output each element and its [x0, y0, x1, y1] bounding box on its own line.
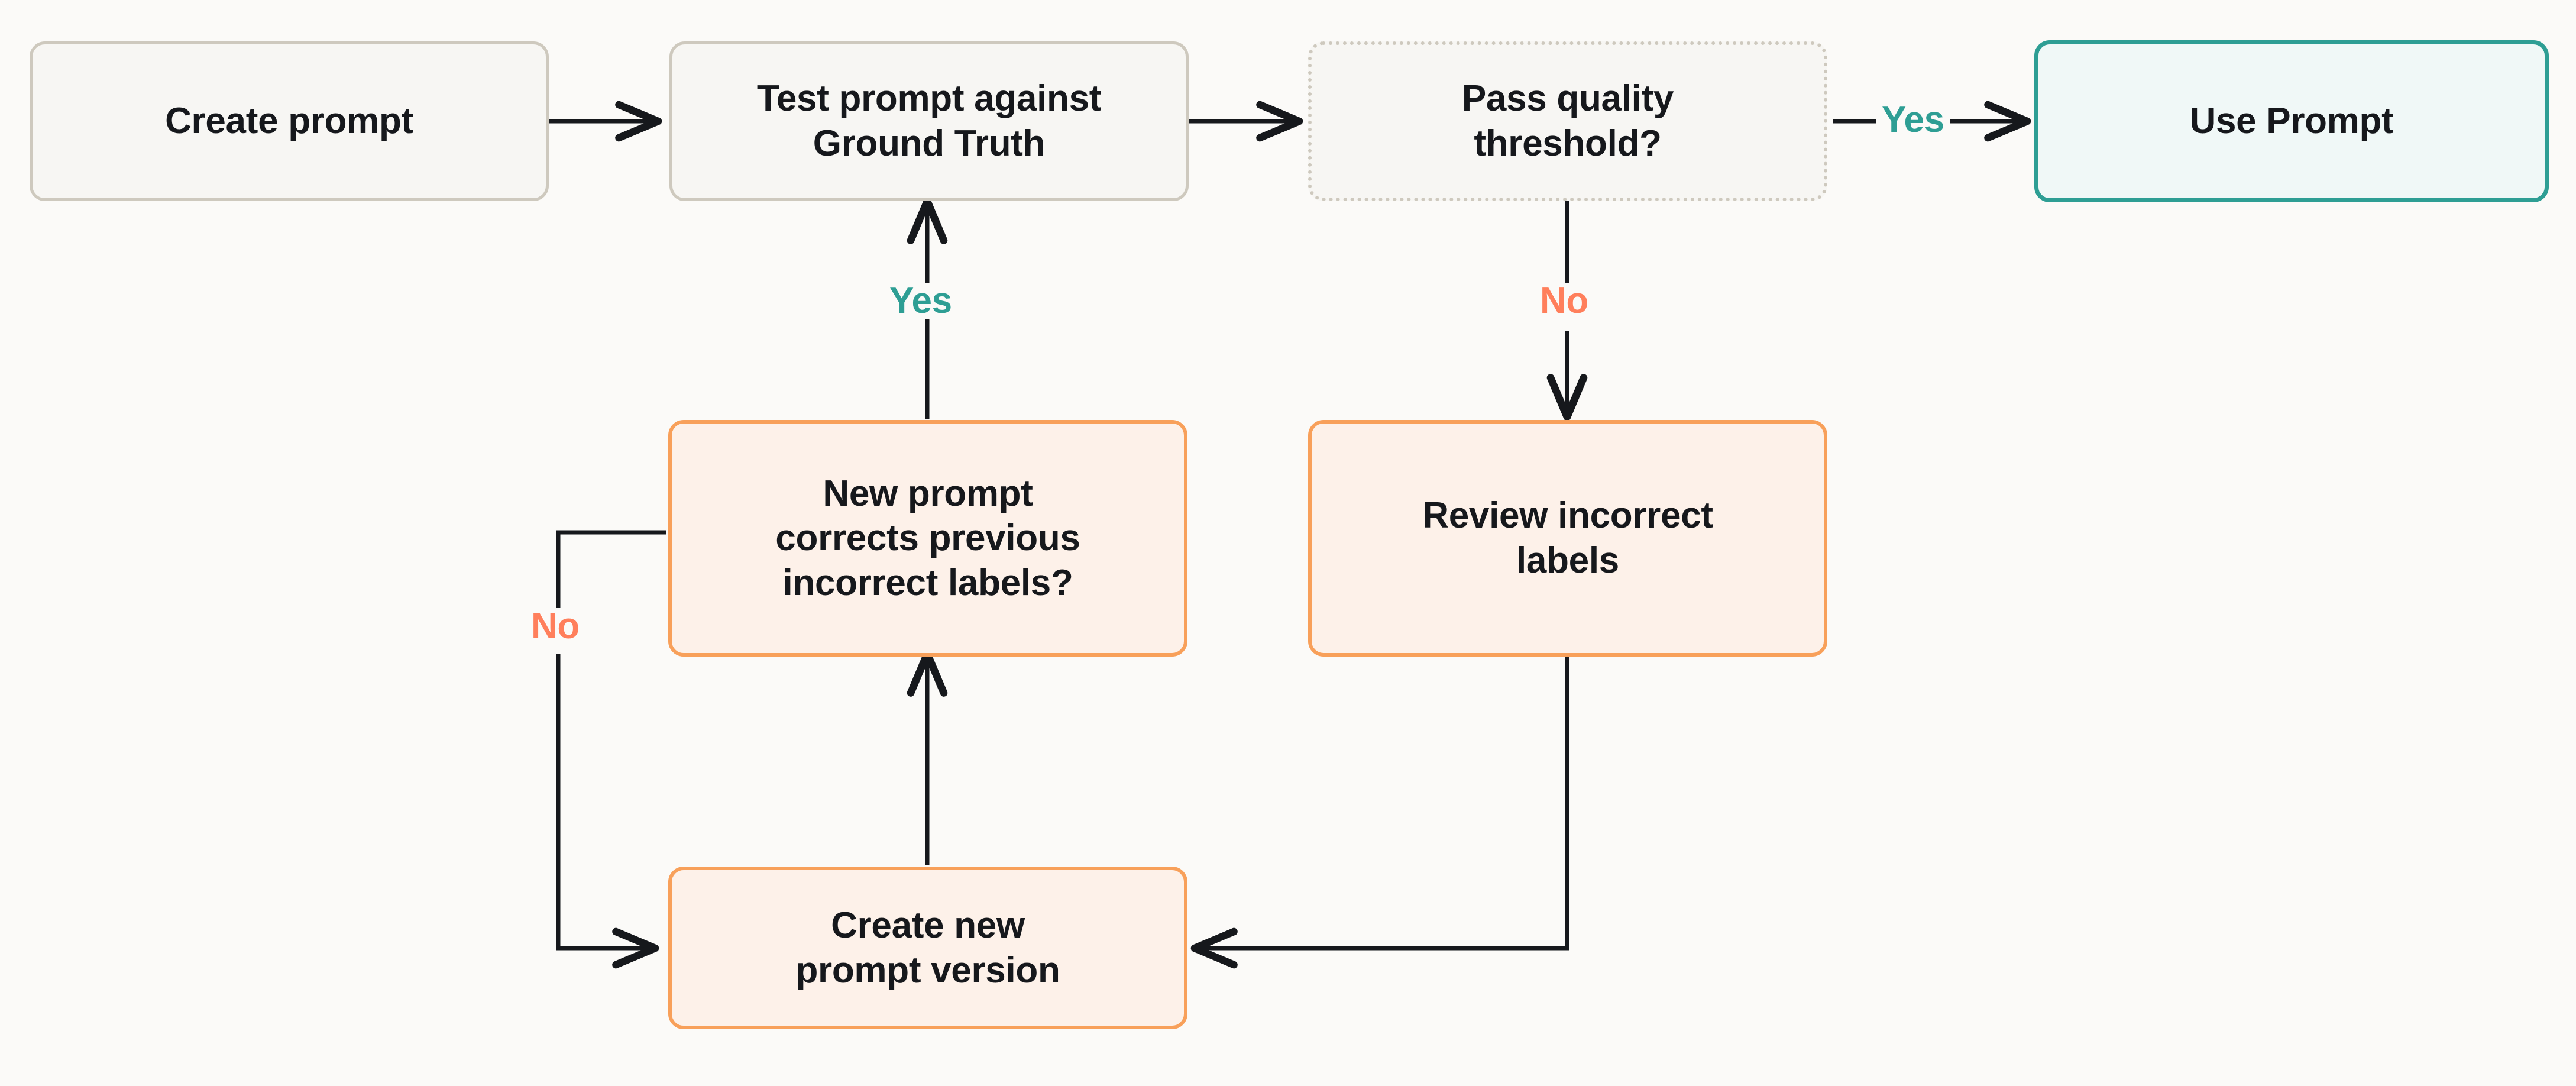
edge-corrects-no-elbow-a — [556, 530, 666, 611]
node-new-prompt-corrects-previous-incorrect-labels[interactable]: New prompt corrects previous incorrect l… — [668, 420, 1187, 657]
node-use-prompt[interactable]: Use Prompt — [2034, 40, 2549, 202]
node-create-prompt[interactable]: Create prompt — [30, 41, 549, 201]
edge-label-corrects-no: No — [525, 608, 585, 645]
node-review-incorrect-labels[interactable]: Review incorrect labels — [1308, 420, 1827, 657]
node-create-new-prompt-version[interactable]: Create new prompt version — [668, 867, 1187, 1029]
edge-label-pass-yes: Yes — [1876, 102, 1950, 138]
node-test-prompt-against-ground-truth[interactable]: Test prompt against Ground Truth — [669, 41, 1189, 201]
edge-corrects-no-elbow-b — [556, 654, 659, 969]
edge-label-corrects-yes: Yes — [884, 283, 958, 319]
edge-review-to-version — [1190, 655, 1569, 969]
node-pass-quality-threshold[interactable]: Pass quality threshold? — [1308, 41, 1827, 201]
edge-label-pass-no: No — [1534, 283, 1594, 319]
